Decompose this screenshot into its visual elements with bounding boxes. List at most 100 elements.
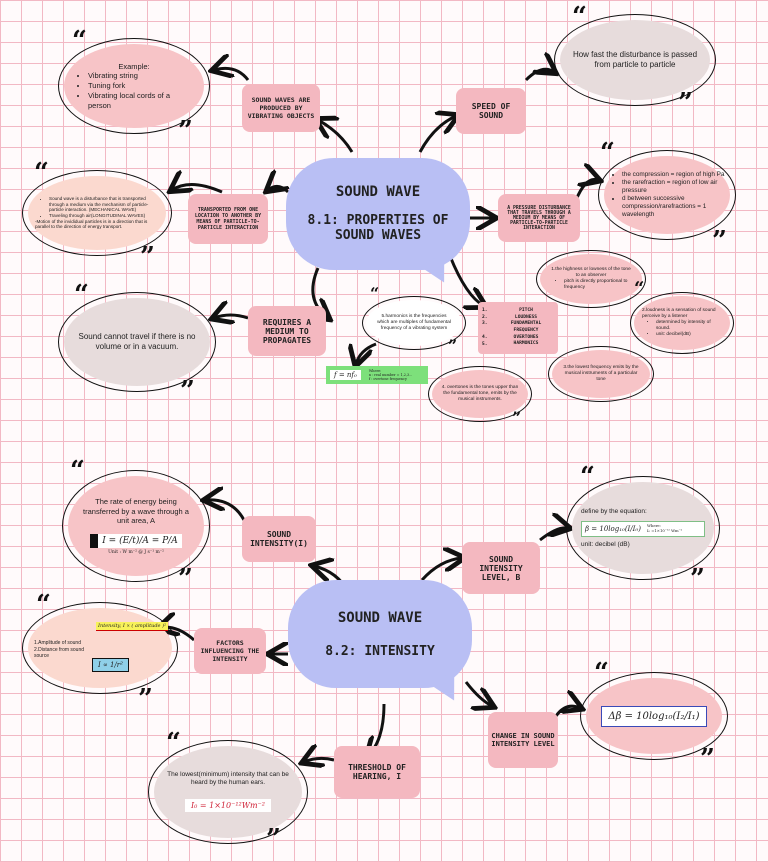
- quote-open-mark: “: [600, 138, 615, 168]
- definition-note: -Motion of the invididual particles is i…: [35, 218, 148, 230]
- quote-close-mark: ”: [690, 564, 705, 594]
- examples-bubble: Example: Vibrating string Tuning fork Vi…: [58, 38, 210, 134]
- produced-box: SOUND WAVES ARE PRODUCED BY VIBRATING OB…: [242, 84, 320, 132]
- quote-close-mark: ”: [178, 564, 193, 594]
- harmonics-formula-panel: f = nf₀ Where: n : real number = 1,2,3..…: [326, 366, 428, 384]
- arrow-transported-to-def: [172, 184, 223, 192]
- loudness-item: determined by intensity of sound.: [656, 320, 722, 332]
- cloud-sound-wave-properties: SOUND WAVE 8.1: PROPERTIES OF SOUND WAVE…: [286, 158, 470, 290]
- property-item: HARMONICS: [513, 341, 539, 347]
- pressure-def-item: d between successive compression/rarefra…: [622, 195, 726, 219]
- intensity-box: SOUND INTENSITY(I): [242, 516, 316, 562]
- threshold-formula: I₀ = 1×10⁻¹²Wm⁻²: [184, 799, 271, 813]
- overtones-bubble: 4. overtones is the tones upper than the…: [428, 366, 532, 422]
- quote-open-mark: “: [34, 158, 49, 188]
- arrow-pressure-to-def: [574, 179, 598, 201]
- factors-formula2: I ∝ 1/r²: [92, 658, 129, 672]
- pressure-box: A PRESSURE DISTURBANCE THAT TRAVELS THRO…: [498, 194, 580, 242]
- level-def-bubble: define by the equation: β = 10log₁₀(I/I₀…: [566, 476, 720, 580]
- pressure-def-item: the compression = region of high Pa: [622, 171, 726, 179]
- harmonics-where: Where:: [368, 368, 382, 373]
- property-item: LOUDNESS: [514, 314, 538, 320]
- quote-close-mark: ”: [512, 408, 522, 427]
- arrow-to-level: [420, 558, 462, 582]
- intensity-def-bubble: The rate of energy being transferred by …: [62, 470, 210, 582]
- level-unit: unit: decibel (dB): [581, 540, 630, 548]
- quote-open-mark: “: [572, 2, 587, 32]
- level-where-i0: I₀ =1×10⁻¹² Wm⁻²: [646, 528, 683, 533]
- quote-close-mark: ”: [138, 684, 153, 714]
- arrow-speed-to-def: [524, 69, 554, 82]
- example-item: Vibrating string: [88, 71, 194, 81]
- definition-item: Sound wave is a disturbance that is tran…: [49, 196, 159, 213]
- factors-box: FACTORS INFLUENCING THE INTENSITY: [194, 628, 266, 674]
- section2-title: SOUND WAVE: [337, 609, 423, 626]
- factors-item: 2.Distance from sound source: [34, 646, 85, 660]
- section2-subtitle: 8.2: INTENSITY: [325, 643, 435, 659]
- quote-close-mark: ”: [140, 242, 155, 272]
- intensity-def-text: The rate of energy being transferred by …: [83, 496, 189, 526]
- speed-def-text: How fast the disturbance is passed from …: [572, 49, 698, 69]
- definition-item: Traveling through air(LONGITUDINAL WAVES…: [49, 213, 159, 219]
- harmonics-bubble: 5.harmonics is the frequencies which are…: [362, 296, 466, 350]
- level-where: Where:: [646, 523, 661, 529]
- harmonics-text: 5.harmonics is the frequencies which are…: [377, 314, 451, 331]
- quote-open-mark: “: [580, 462, 595, 492]
- arrow-medium-to-def: [214, 315, 249, 318]
- quote-close-mark: ”: [678, 88, 693, 118]
- level-def-text: define by the equation:: [581, 508, 647, 516]
- arrow-to-speed: [418, 116, 456, 153]
- quote-close-mark: ”: [180, 376, 195, 406]
- arrow-to-transported: [268, 186, 288, 192]
- property-item: OVERTONES: [513, 334, 539, 340]
- overtones-text: 4. overtones is the tones upper than the…: [441, 385, 519, 402]
- property-number: 3.: [482, 321, 488, 327]
- section1-title: SOUND WAVE: [335, 184, 421, 201]
- speed-def-bubble: How fast the disturbance is passed from …: [554, 14, 716, 106]
- quote-open-mark: “: [634, 278, 645, 299]
- pressure-def-item: the rarefraction = region of low air pre…: [622, 179, 726, 195]
- quote-open-mark: “: [72, 26, 87, 56]
- level-formula: β = 10log₁₀(I/I₀): [585, 525, 641, 533]
- arrow-threshold-to-def: [304, 758, 335, 762]
- arrow-produced-to-examples: [214, 68, 250, 81]
- fundamental-text: 3.the lowest frequency emits by the musi…: [563, 365, 639, 382]
- property-number: 1.: [482, 308, 488, 313]
- factors-formula1: Intensity, I ∝ ( amplitude )²: [96, 622, 169, 631]
- quote-close-mark: ”: [712, 226, 727, 256]
- quote-open-mark: “: [74, 280, 89, 310]
- intensity-unit: Unit : W m⁻² @ J s⁻¹ m⁻²: [108, 550, 164, 556]
- harmonics-where-f: f : overtone frequency: [368, 377, 407, 382]
- threshold-box: THRESHOLD OF HEARING, I: [334, 746, 420, 798]
- factors-def-bubble: Intensity, I ∝ ( amplitude )² 1.Amplitud…: [22, 602, 178, 694]
- harmonics-formula: f = nf₀: [330, 370, 361, 380]
- cloud-sound-wave-intensity: SOUND WAVE 8.2: INTENSITY: [288, 580, 472, 708]
- quote-open-mark: “: [166, 728, 181, 758]
- arrow-to-produced: [318, 120, 354, 153]
- examples-heading: Example:: [118, 61, 150, 71]
- change-def-bubble: Δβ = 10log₁₀(I₂/I₁): [580, 672, 728, 760]
- transported-box: TRANSPORTED FROM ONE LOCATION TO ANOTHER…: [188, 194, 268, 244]
- medium-def-text: Sound cannot travel if there is no volum…: [78, 331, 196, 351]
- quote-close-mark: ”: [700, 744, 715, 774]
- example-item: Vibrating local cords of a person: [88, 91, 194, 111]
- property-item: FUNDAMENTAL FREQUENCY: [510, 321, 542, 333]
- quote-open-mark: “: [36, 590, 51, 620]
- threshold-def-bubble: The lowest(minimum) intensity that can b…: [148, 740, 308, 844]
- properties-list-box: 1. 2. 3. 4. 5. PITCH LOUDNESS FUNDAMENTA…: [478, 302, 558, 354]
- quote-close-mark: ”: [178, 116, 193, 146]
- medium-def-bubble: Sound cannot travel if there is no volum…: [58, 292, 216, 392]
- loudness-item: unit: decibel(dB): [656, 332, 722, 338]
- pitch-item: pitch is directly proportional to freque…: [564, 279, 632, 291]
- definition-bubble: Sound wave is a disturbance that is tran…: [22, 170, 172, 256]
- arrow-intensity-to-def: [206, 500, 246, 521]
- section1-subtitle: 8.1: PROPERTIES OF SOUND WAVES: [307, 213, 449, 243]
- pressure-def-bubble: the compression = region of high Pa the …: [598, 150, 736, 240]
- property-number: 2.: [482, 314, 488, 320]
- property-item: PITCH: [519, 308, 533, 313]
- arrow-to-properties: [448, 255, 484, 306]
- fundamental-bubble: 3.the lowest frequency emits by the musi…: [548, 346, 654, 402]
- property-number: 4.: [482, 334, 488, 340]
- change-box: CHANGE IN SOUND INTENSITY LEVEL: [488, 712, 558, 768]
- quote-close-mark: ”: [266, 824, 281, 854]
